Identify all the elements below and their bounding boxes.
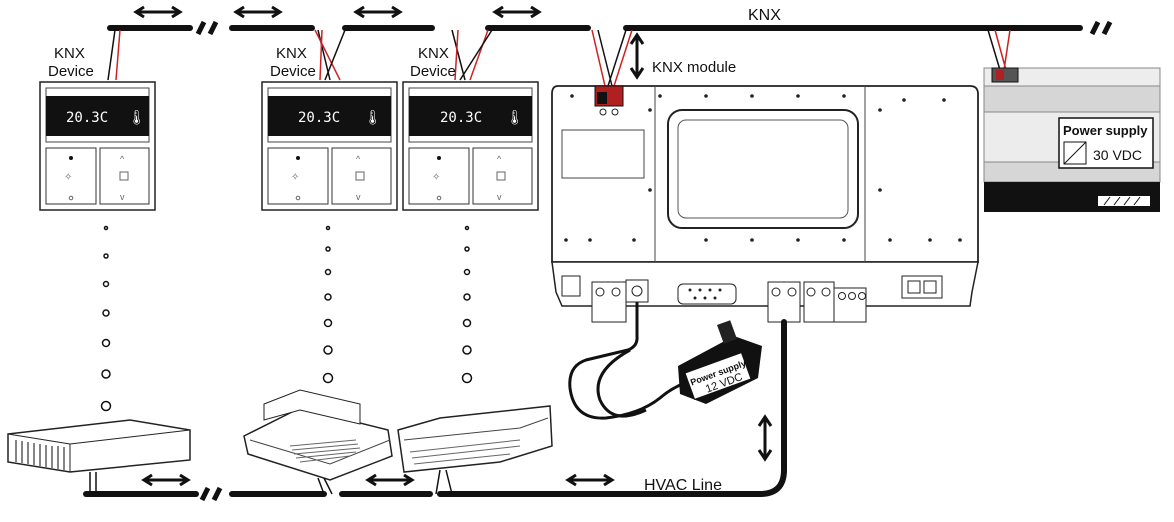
power-supply-30-voltage: 30 VDC xyxy=(1093,147,1142,163)
power-adapter-cable xyxy=(568,302,701,420)
blind-icon xyxy=(355,171,365,181)
knx-module-arrow-icon xyxy=(629,32,645,80)
power-adapter-label-box xyxy=(684,351,752,401)
chevron-down-icon: v xyxy=(120,192,125,202)
power-adapter-12vdc: Power supply 12 VDC xyxy=(678,320,762,404)
bus-break-marks xyxy=(199,486,223,502)
hvac-line-label: HVAC Line xyxy=(644,477,722,494)
terminal-block xyxy=(767,281,801,323)
double-arrow-icon xyxy=(492,5,542,19)
bus-wires xyxy=(107,29,1011,87)
thermostat-reading: 20.3C xyxy=(298,110,340,126)
chevron-up-icon: ^ xyxy=(497,154,502,164)
knx-device-2-label-sub: Device xyxy=(270,63,316,80)
chevron-down-icon: v xyxy=(497,192,502,202)
double-arrow-icon xyxy=(365,473,415,487)
bus-break-marks xyxy=(195,20,1113,36)
thermostat-reading: 20.3C xyxy=(440,110,482,126)
dc-jack xyxy=(625,279,649,303)
light-icon: ✧ xyxy=(291,172,299,183)
knx-device-1-label-sub: Device xyxy=(48,63,94,80)
chevron-down-icon: v xyxy=(356,192,361,202)
knx-device-3-label-sub: Device xyxy=(410,63,456,80)
double-arrow-icon xyxy=(233,5,283,19)
double-arrow-icon xyxy=(353,5,403,19)
knx-device-3: 20.3C 🌡 ✧ ^ v xyxy=(402,81,539,211)
chevron-up-icon: ^ xyxy=(356,154,361,164)
terminal-block xyxy=(803,281,835,323)
ducted-unit xyxy=(7,419,191,494)
serial-port xyxy=(677,283,737,305)
knx-device-1-label: KNX xyxy=(54,45,85,62)
power-supply-30-title: Power supply xyxy=(1063,123,1148,138)
knx-module-label: KNX module xyxy=(652,59,736,76)
thermometer-icon: 🌡 xyxy=(128,109,146,125)
knx-device-2-label: KNX xyxy=(276,45,307,62)
thermometer-icon: 🌡 xyxy=(364,109,382,125)
gateway-controller xyxy=(551,85,979,323)
thermometer-icon: 🌡 xyxy=(506,109,524,125)
light-icon: ✧ xyxy=(432,172,440,183)
hvac-cable xyxy=(437,319,787,497)
double-arrow-icon xyxy=(141,473,191,487)
dotted-links xyxy=(100,225,473,412)
knx-device-2: 20.3C 🌡 ✧ ^ v xyxy=(261,81,398,211)
wall-split-unit xyxy=(397,405,553,495)
double-arrow-icon xyxy=(133,5,183,19)
knx-connector xyxy=(991,67,1019,83)
thermostat-reading: 20.3C xyxy=(66,110,108,126)
thermostat-display xyxy=(268,96,391,136)
light-icon: ✧ xyxy=(64,172,72,183)
knx-device-3-label: KNX xyxy=(418,45,449,62)
cassette-unit xyxy=(243,389,393,495)
blind-icon xyxy=(496,171,506,181)
bus-top-label: KNX xyxy=(748,7,781,24)
double-arrow-icon xyxy=(565,473,615,487)
terminal-block xyxy=(591,281,627,323)
thermostat-display xyxy=(409,96,532,136)
knx-device-1: 20.3C 🌡 ✧ ^ v xyxy=(39,81,156,211)
chevron-up-icon: ^ xyxy=(120,154,125,164)
updown-arrow-icon xyxy=(757,414,773,462)
power-supply-30vdc: Power supply 30 VDC xyxy=(983,67,1161,212)
thermostat-display xyxy=(46,96,149,136)
blind-icon xyxy=(119,171,129,181)
